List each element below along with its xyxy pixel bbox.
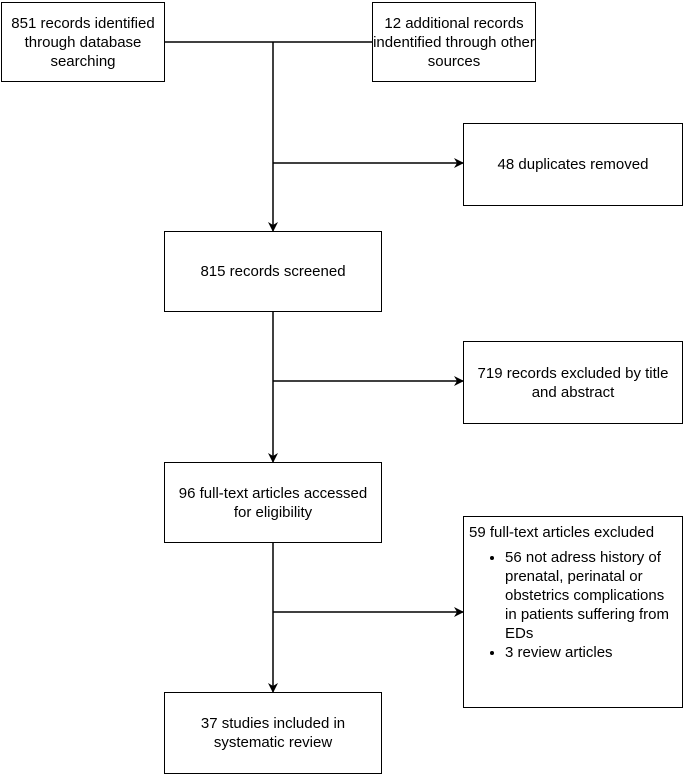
fulltext-excluded-box: 59 full-text articles excluded 56 not ad… (463, 516, 683, 708)
studies-included-box: 37 studies included in systematic review (164, 692, 382, 774)
exclusion-reasons-list: 56 not adress history of prenatal, perin… (469, 548, 678, 662)
fulltext-excluded-title: 59 full-text articles excluded (469, 524, 655, 541)
fulltext-excluded-content: 59 full-text articles excluded 56 not ad… (469, 523, 678, 662)
database-records-box: 851 records identified through database … (1, 2, 165, 82)
eligibility-box: 96 full-text articles accessed for eligi… (164, 462, 382, 543)
excluded-title-abstract-text: 719 records excluded by title and abstra… (477, 364, 669, 401)
database-records-text: 851 records identified through database … (11, 14, 155, 70)
exclusion-reason-item: 3 review articles (505, 643, 678, 662)
eligibility-text: 96 full-text articles accessed for eligi… (178, 484, 368, 521)
duplicates-removed-text: 48 duplicates removed (497, 156, 649, 173)
excluded-title-abstract-box: 719 records excluded by title and abstra… (463, 341, 683, 424)
exclusion-reason-item: 56 not adress history of prenatal, perin… (505, 548, 678, 643)
records-screened-text: 815 records screened (200, 263, 346, 280)
other-sources-box: 12 additional records indentified throug… (372, 2, 536, 82)
other-sources-text: 12 additional records indentified throug… (373, 14, 535, 70)
duplicates-removed-box: 48 duplicates removed (463, 123, 683, 206)
records-screened-box: 815 records screened (164, 231, 382, 312)
studies-included-text: 37 studies included in systematic review (200, 715, 346, 751)
